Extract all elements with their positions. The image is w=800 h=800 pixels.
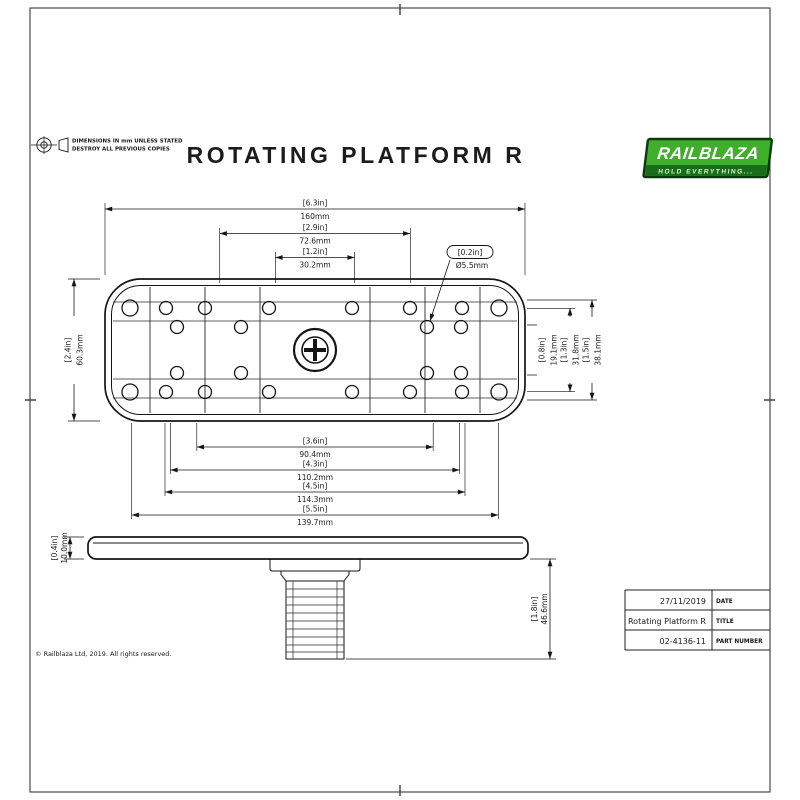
note-destroy: DESTROY ALL PREVIOUS COPIES	[72, 147, 170, 153]
dim-139-in: [5.5in]	[303, 505, 328, 514]
dim-38-in: [1.5in]	[582, 338, 591, 363]
dimension-height-31: [1.3in] 31.8mm	[527, 307, 581, 393]
dimension-width-114: [4.5in] 114.3mm	[164, 423, 466, 504]
title-block-title-value: Rotating Platform R	[628, 617, 706, 626]
logo-tagline-band	[645, 165, 768, 176]
title-block-date-value: 27/11/2019	[660, 597, 706, 606]
dimension-width-160: [6.3in] 160mm	[104, 199, 526, 275]
logo-brand-text: RAILBLAZA	[656, 144, 760, 163]
title-block-date-label: DATE	[716, 599, 733, 605]
side-view	[87, 536, 529, 660]
dimension-width-30: [1.2in] 30.2mm	[275, 247, 355, 283]
dimension-width-72: [2.9in] 72.6mm	[219, 223, 411, 283]
dim-19-mm: 19.1mm	[550, 334, 559, 365]
dim-114-in: [4.5in]	[303, 482, 328, 491]
dim-139-mm: 139.7mm	[297, 518, 333, 527]
dimension-height-60: [2.4in] 60.3mm	[63, 278, 100, 422]
dim-90-in: [3.6in]	[303, 437, 328, 446]
dim-160-in: [6.3in]	[303, 199, 328, 208]
title-block-part-label: PART NUMBER	[716, 639, 763, 645]
dim-10-mm: 10.0mm	[60, 532, 69, 563]
dim-hole-in: [0.2in]	[458, 248, 483, 257]
logo-tagline-text: HOLD EVERYTHING...	[658, 169, 754, 176]
dim-110-in: [4.3in]	[303, 460, 328, 469]
projection-symbol-icon	[31, 136, 69, 154]
dim-160-mm: 160mm	[301, 212, 330, 221]
dim-60-mm: 60.3mm	[76, 334, 85, 365]
dim-72-in: [2.9in]	[303, 223, 328, 232]
stem-ribbed-shaft	[285, 580, 345, 660]
dimension-width-139: [5.5in] 139.7mm	[131, 423, 499, 527]
title-block: 27/11/2019 DATE Rotating Platform R TITL…	[624, 589, 770, 651]
dim-114-mm: 114.3mm	[297, 495, 333, 504]
dimension-height-19: [0.8in] 19.1mm	[527, 317, 559, 383]
dim-10-in: [0.4in]	[50, 536, 59, 561]
page-title: ROTATING PLATFORM R	[187, 142, 526, 168]
dim-46-in: [1.8in]	[530, 597, 539, 622]
railblaza-logo: RAILBLAZA HOLD EVERYTHING...	[642, 137, 773, 179]
sheet-frame	[25, 4, 775, 796]
dim-72-mm: 72.6mm	[299, 237, 330, 246]
dimension-thickness-10: [0.4in] 10.0mm	[50, 532, 84, 564]
dim-90-mm: 90.4mm	[299, 450, 330, 459]
note-units: DIMENSIONS IN mm UNLESS STATED	[72, 139, 183, 145]
dim-31-mm: 31.8mm	[572, 334, 581, 365]
mounting-holes	[121, 299, 508, 401]
dim-60-in: [2.4in]	[64, 338, 73, 363]
dimension-hole-diameter: [0.2in] Ø5.5mm	[429, 245, 494, 322]
dim-hole-mm: Ø5.5mm	[456, 261, 488, 270]
copyright-text: © Railblaza Ltd, 2019. All rights reserv…	[35, 650, 172, 658]
dim-46-mm: 46.6mm	[540, 593, 549, 624]
title-block-title-label: TITLE	[716, 619, 734, 625]
dimension-width-90: [3.6in] 90.4mm	[196, 423, 434, 459]
dim-110-mm: 110.2mm	[297, 473, 333, 482]
title-block-part-value: 02-4136-11	[660, 637, 707, 646]
center-boss	[292, 327, 338, 373]
dim-30-in: [1.2in]	[303, 247, 328, 256]
dim-31-in: [1.3in]	[560, 338, 569, 363]
dim-38-mm: 38.1mm	[594, 334, 603, 365]
dimension-height-38: [1.5in] 38.1mm	[527, 299, 603, 401]
dim-30-mm: 30.2mm	[299, 261, 330, 270]
dim-19-in: [0.8in]	[538, 338, 547, 363]
dimension-width-110: [4.3in] 110.2mm	[170, 423, 460, 482]
dimension-stem-46: [1.8in] 46.6mm	[346, 558, 556, 660]
plan-view	[104, 278, 526, 422]
